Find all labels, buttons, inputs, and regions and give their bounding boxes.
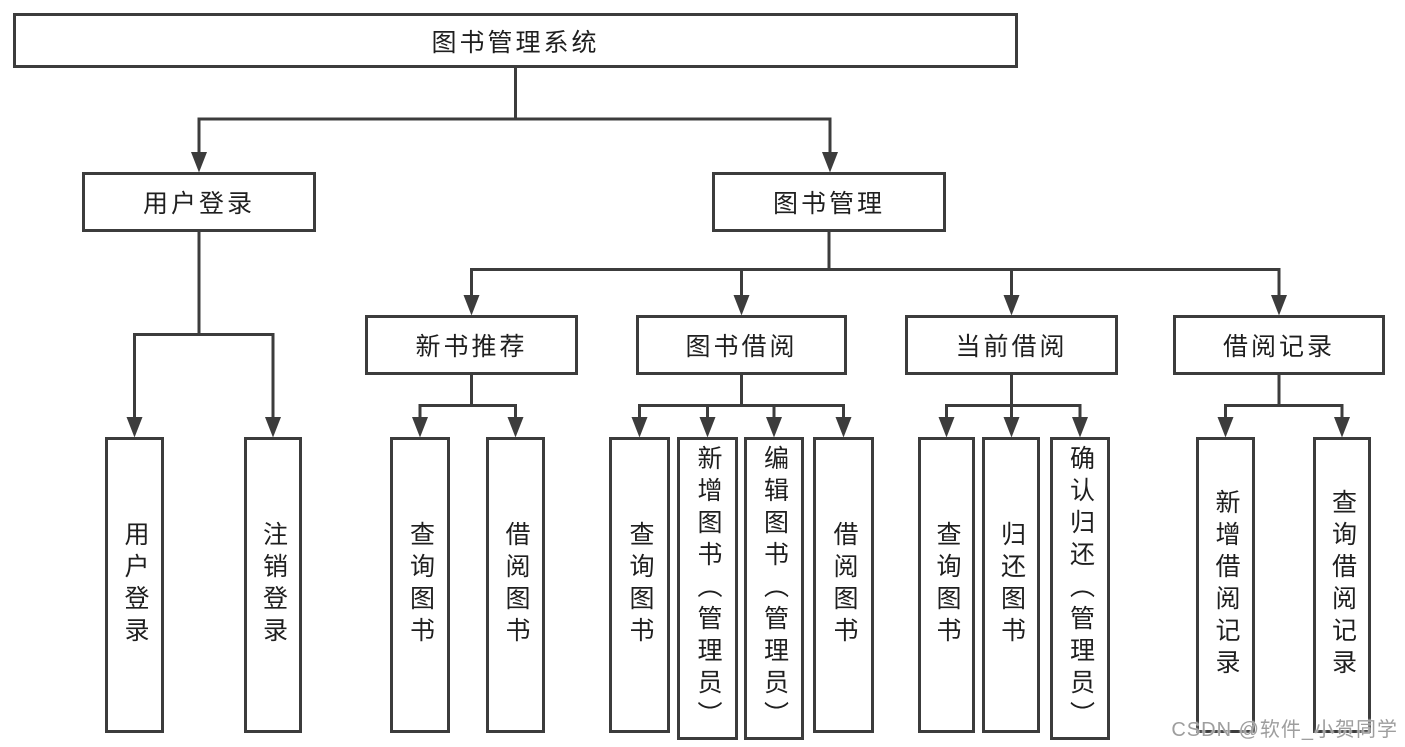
leaf-add-books-admin: 新增图书（管理员） bbox=[677, 437, 738, 740]
leaf-label: 确认归还（管理员） bbox=[1066, 444, 1095, 733]
arrowhead bbox=[126, 417, 143, 438]
node-current-borrow: 当前借阅 bbox=[905, 315, 1118, 375]
leaf-label: 注销登录 bbox=[259, 521, 288, 649]
arrowhead bbox=[463, 295, 480, 316]
leaf-label: 新增借阅记录 bbox=[1212, 489, 1240, 681]
edge-borrow-to-leaves bbox=[638, 375, 845, 420]
leaf-label: 归还图书 bbox=[997, 521, 1026, 649]
leaf-confirm-return-admin: 确认归还（管理员） bbox=[1050, 437, 1110, 740]
edge-record-to-leaves bbox=[1224, 375, 1344, 420]
arrowhead bbox=[412, 417, 428, 438]
leaf-label: 编辑图书（管理员） bbox=[760, 444, 789, 733]
edge-current-to-leaves bbox=[945, 375, 1082, 420]
leaf-label: 查询图书 bbox=[626, 521, 654, 649]
node-borrow-record: 借阅记录 bbox=[1173, 315, 1385, 375]
node-user-login: 用户登录 bbox=[82, 172, 316, 232]
leaf-return-books: 归还图书 bbox=[982, 437, 1040, 733]
node-new-book-recommend: 新书推荐 bbox=[365, 315, 578, 375]
arrowhead bbox=[1003, 295, 1020, 316]
watermark: CSDN @软件_小贺同学 bbox=[1171, 719, 1398, 741]
leaf-label: 新增图书（管理员） bbox=[694, 444, 722, 733]
edge-newbook-to-leaves bbox=[418, 375, 517, 420]
arrowhead bbox=[1003, 417, 1020, 438]
node-label: 图书管理 bbox=[772, 190, 885, 218]
arrowhead bbox=[822, 152, 838, 173]
node-label: 当前借阅 bbox=[955, 333, 1068, 361]
leaf-borrow-books-recommend: 借阅图书 bbox=[486, 437, 545, 733]
leaf-edit-books-admin: 编辑图书（管理员） bbox=[744, 437, 804, 740]
arrowhead bbox=[1271, 295, 1287, 316]
arrowhead bbox=[507, 417, 524, 438]
arrowhead bbox=[938, 417, 955, 438]
arrowhead bbox=[1334, 417, 1350, 438]
leaf-borrow-books: 借阅图书 bbox=[813, 437, 874, 733]
node-label: 用户登录 bbox=[142, 190, 255, 218]
arrowheads bbox=[126, 152, 1350, 438]
node-book-borrow: 图书借阅 bbox=[636, 315, 847, 375]
leaf-query-books-recommend: 查询图书 bbox=[390, 437, 450, 733]
leaf-label: 用户登录 bbox=[121, 521, 149, 649]
node-system-root: 图书管理系统 bbox=[13, 13, 1018, 68]
node-book-management: 图书管理 bbox=[712, 172, 946, 232]
node-label: 借阅记录 bbox=[1222, 333, 1335, 361]
leaf-logout: 注销登录 bbox=[244, 437, 302, 733]
edge-root-to-level2 bbox=[197, 68, 832, 155]
node-label: 图书借阅 bbox=[685, 333, 798, 361]
leaf-label: 查询借阅记录 bbox=[1328, 489, 1357, 681]
arrowhead bbox=[191, 152, 207, 173]
edge-bookmgmt-to-level3 bbox=[470, 232, 1281, 298]
leaf-label: 查询图书 bbox=[933, 521, 961, 649]
leaf-query-borrow-record: 查询借阅记录 bbox=[1313, 437, 1371, 733]
arrowhead bbox=[766, 417, 782, 438]
arrowhead bbox=[1217, 417, 1234, 438]
arrowhead bbox=[631, 417, 648, 438]
arrowhead bbox=[835, 417, 852, 438]
arrowhead bbox=[1072, 417, 1088, 438]
node-label: 新书推荐 bbox=[415, 333, 528, 361]
arrowhead bbox=[733, 295, 750, 316]
leaf-label: 借阅图书 bbox=[830, 521, 858, 649]
leaf-user-login: 用户登录 bbox=[105, 437, 164, 733]
leaf-query-books-borrow: 查询图书 bbox=[609, 437, 670, 733]
arrowhead bbox=[699, 417, 716, 438]
leaf-query-books-current: 查询图书 bbox=[918, 437, 975, 733]
node-label: 图书管理系统 bbox=[431, 28, 600, 57]
leaf-label: 借阅图书 bbox=[502, 521, 530, 649]
edge-userlogin-to-leaves bbox=[133, 232, 275, 420]
leaf-add-borrow-record: 新增借阅记录 bbox=[1196, 437, 1255, 733]
leaf-label: 查询图书 bbox=[406, 521, 435, 649]
arrowhead bbox=[265, 417, 281, 438]
